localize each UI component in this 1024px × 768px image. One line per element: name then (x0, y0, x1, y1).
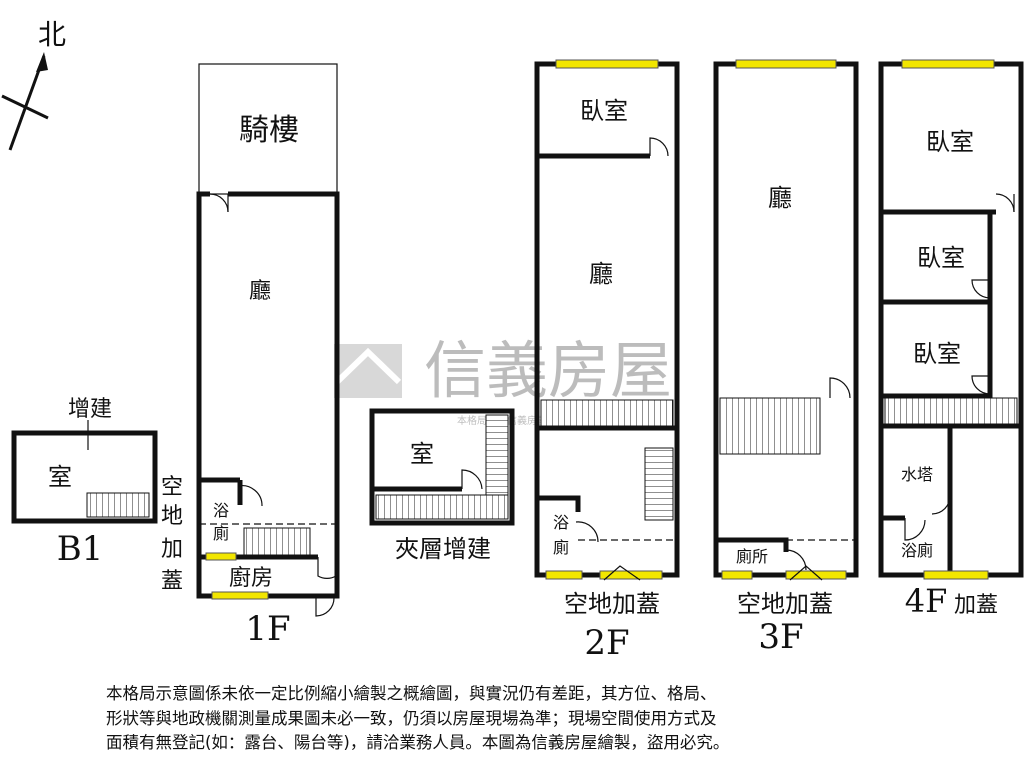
door-swing-icon (237, 485, 263, 507)
door-swing-icon (785, 549, 807, 571)
door-swing-icon (995, 193, 1015, 213)
f1-arcade-label: 騎樓 (239, 113, 299, 148)
floor-3f: 廳 廁所 空地加蓋 3F (713, 59, 859, 657)
north-arrow-icon (36, 52, 48, 72)
door-swing-icon (931, 495, 951, 515)
disclaimer-line-1: 本格局示意圖係未依一定比例縮小繪製之概繪圖，與實況仍有差距，其方位、格局、 (106, 684, 717, 703)
f2-hall-label: 廳 (589, 260, 613, 288)
f2-caption: 2F (584, 623, 629, 663)
floor-b1: 室 增建 B1 (11, 397, 158, 569)
f2-subcaption: 空地加蓋 (564, 590, 660, 618)
door-swing-icon (971, 279, 991, 299)
door-swing-icon (317, 557, 337, 580)
f2-bath-label-b: 廁 (553, 538, 569, 557)
f4-bath-label: 浴廁 (901, 541, 933, 560)
door-swing-icon (971, 375, 991, 395)
door-swing-icon (829, 377, 851, 399)
f1-caption: 1F (245, 609, 290, 649)
floor-4f: 臥室 臥室 臥室 水塔 浴廁 4F 加蓋 (878, 59, 1024, 620)
watermark: 信義房屋 本格局圖為信義房屋繪製 (334, 334, 672, 427)
f4-caption: 4F (905, 582, 948, 620)
b1-addon-label: 增建 (68, 397, 112, 422)
f4-bedroom-label-2: 臥室 (917, 244, 965, 272)
mezz-caption: 夾層增建 (395, 535, 491, 563)
floor-mezzanine: 室 夾層增建 (369, 408, 515, 563)
disclaimer-line-3: 面積有無登記(如：露台、陽台等)，請洽業務人員。本圖為信義房屋繪製，盜用必究。 (106, 733, 730, 752)
f3-toilet-label: 廁所 (736, 547, 768, 566)
f4-water-tank-label: 水塔 (901, 465, 933, 484)
f3-hall-label: 廳 (768, 184, 792, 212)
door-swing-icon (209, 193, 229, 213)
f4-bedroom-label-3: 臥室 (913, 340, 961, 368)
b1-caption: B1 (57, 529, 104, 569)
door-swing-icon (315, 597, 335, 617)
f1-bath-label-b: 廁 (213, 524, 229, 543)
floor-1f: 騎樓 廳 浴 廁 廚房 空 地 加 蓋 1F (161, 63, 340, 649)
floor-2f: 臥室 廳 浴 廁 空地加蓋 2F (534, 59, 680, 663)
f3-caption: 3F (758, 617, 803, 657)
f1-side-label-1: 空 (161, 475, 183, 500)
disclaimer: 本格局示意圖係未依一定比例縮小繪製之概繪圖，與實況仍有差距，其方位、格局、 形狀… (106, 682, 926, 756)
f4-suffix: 加蓋 (954, 593, 998, 618)
door-swing-icon (904, 518, 926, 541)
f1-side-label-4: 蓋 (161, 569, 183, 594)
door-swing-icon (649, 137, 669, 157)
f2-bath-label-a: 浴 (553, 513, 569, 532)
f1-side-label-2: 地 (161, 504, 183, 529)
north-label: 北 (38, 18, 66, 51)
f1-bath-label-a: 浴 (213, 501, 229, 520)
door-swing-icon (575, 521, 599, 543)
f4-bedroom-label-1: 臥室 (926, 128, 974, 156)
compass: 北 (1, 18, 66, 151)
f3-subcaption: 空地加蓋 (737, 590, 833, 618)
f1-kitchen-label: 廚房 (229, 566, 273, 591)
watermark-brand: 信義房屋 (424, 334, 672, 407)
mezz-room-label: 室 (410, 440, 434, 468)
f1-side-label-3: 加 (161, 537, 183, 562)
b1-room-label: 室 (48, 463, 72, 491)
f1-hall-label: 廳 (249, 279, 271, 304)
door-swing-icon (461, 469, 483, 490)
f2-bedroom-label: 臥室 (580, 97, 628, 125)
disclaimer-line-2: 形狀等與地政機關測量成果圖未必一致，仍須以房屋現場為準；現場空間使用方式及 (106, 708, 717, 728)
